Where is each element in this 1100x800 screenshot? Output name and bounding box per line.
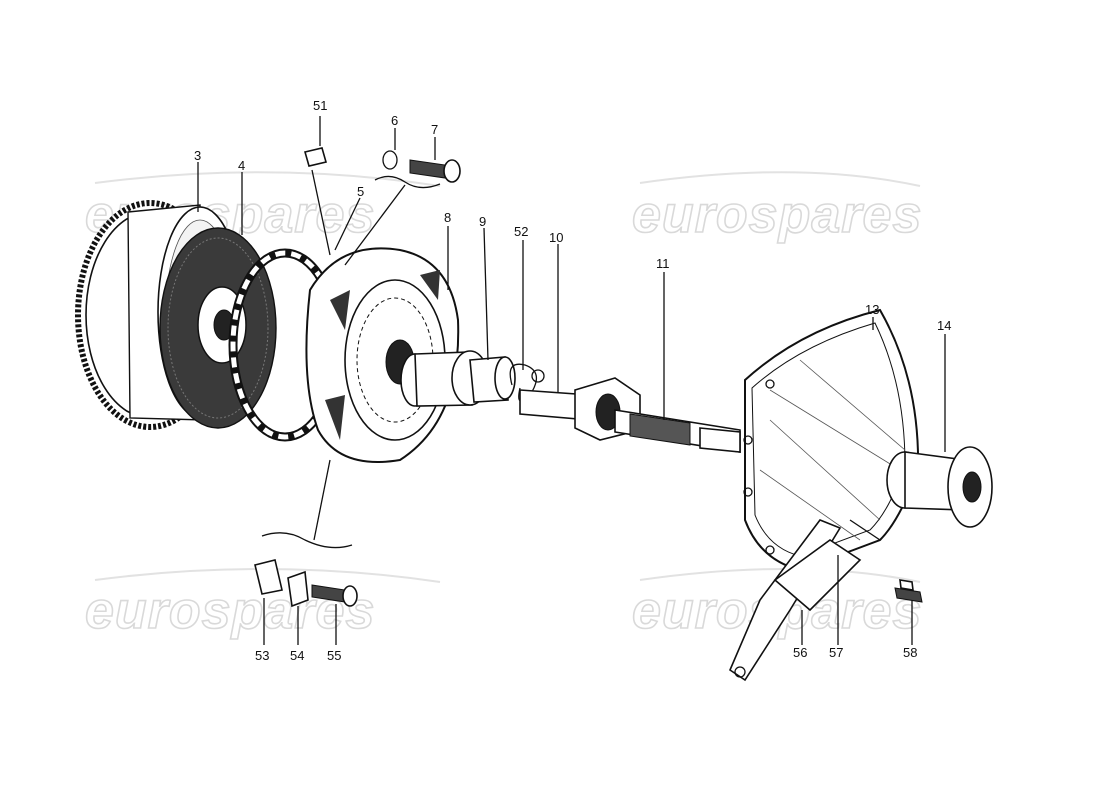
release-fork: [729, 519, 881, 682]
callout-10: 10: [549, 230, 563, 245]
bell-housing: [743, 308, 920, 572]
tab-washer-54: [287, 570, 309, 608]
callout-labels: 51 6 7 3 4 5 8 9 52 10 11 13 14 53 54 55…: [194, 98, 951, 663]
release-bearing: [400, 350, 516, 407]
plate-53: [254, 559, 283, 595]
callout-56: 56: [793, 645, 807, 660]
callout-55: 55: [327, 648, 341, 663]
washer-6: [382, 150, 398, 170]
callout-13: 13: [865, 302, 879, 317]
bolt-51: [304, 147, 327, 167]
callout-11: 11: [656, 256, 670, 271]
callout-51: 51: [313, 98, 327, 113]
callout-58: 58: [903, 645, 917, 660]
small-hardware: [254, 147, 923, 608]
output-flange: [886, 446, 993, 528]
callout-9: 9: [479, 214, 486, 229]
callout-6: 6: [391, 113, 398, 128]
clutch-disc: [159, 227, 277, 429]
bolt-55: [311, 584, 358, 607]
bolt-7: [409, 159, 461, 183]
callout-53: 53: [255, 648, 269, 663]
callout-14: 14: [937, 318, 951, 333]
callout-4: 4: [238, 158, 245, 173]
callout-3: 3: [194, 148, 201, 163]
callout-54: 54: [290, 648, 304, 663]
watermark-top-right: eurospares: [632, 186, 922, 244]
callout-52: 52: [514, 224, 528, 239]
callout-7: 7: [431, 122, 438, 137]
callout-57: 57: [829, 645, 843, 660]
callout-8: 8: [444, 210, 451, 225]
leader-lines: [197, 116, 946, 645]
fitting-58: [894, 579, 923, 603]
callout-5: 5: [357, 184, 364, 199]
input-shaft: [614, 409, 741, 453]
